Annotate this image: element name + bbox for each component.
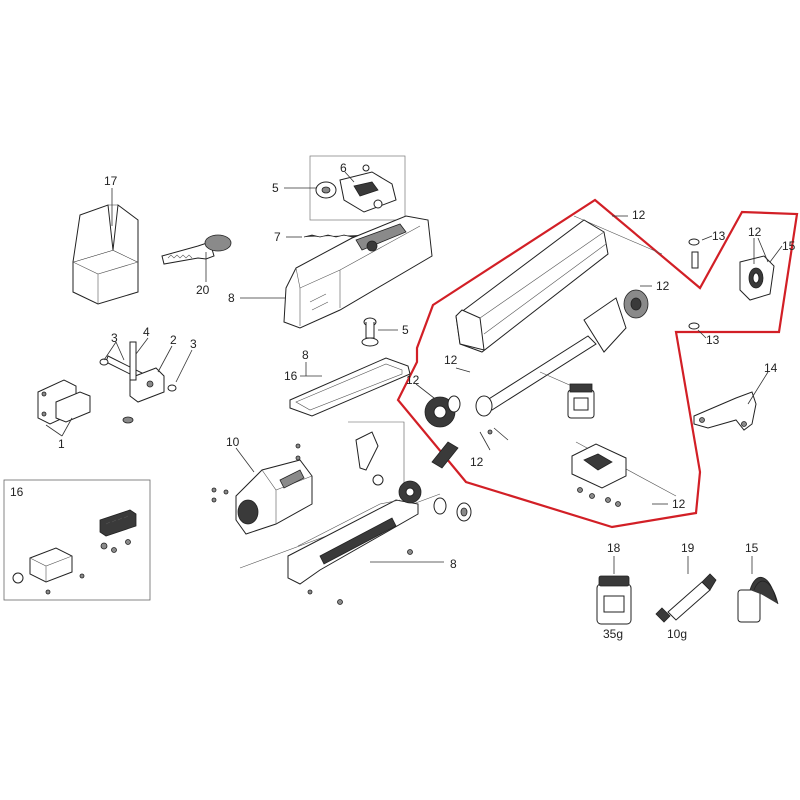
label-5a: 5	[272, 181, 279, 195]
label-16a: 16	[10, 485, 24, 499]
label-12e: 12	[470, 455, 484, 469]
label-8b: 8	[302, 348, 309, 362]
part-end-cap	[739, 255, 775, 301]
part-motor	[211, 443, 313, 535]
part-screw-shaft	[475, 289, 649, 417]
part-mount-bracket-12	[571, 443, 627, 507]
part-lower-housing	[287, 499, 419, 605]
label-15a: 15	[782, 239, 796, 253]
label-16b: 16	[284, 369, 298, 383]
label-19: 19	[681, 541, 695, 555]
part-grease-jar	[596, 575, 632, 625]
label-3b: 3	[190, 337, 197, 351]
part-box	[72, 204, 139, 305]
highlight-outline	[396, 198, 799, 529]
label-13a: 13	[712, 229, 726, 243]
label-15b: 15	[745, 541, 759, 555]
label-18: 18	[607, 541, 621, 555]
part-release-mechanism	[315, 164, 397, 213]
part-pin-5	[361, 317, 379, 347]
part-upper-housing	[283, 215, 433, 329]
part-pin-fork	[99, 341, 177, 424]
inset-box	[3, 479, 151, 601]
part-grease-tube	[655, 573, 717, 623]
part-gear-12	[424, 395, 461, 428]
part-chain	[303, 234, 361, 238]
part-gear-assembly	[355, 431, 472, 522]
part-bracket-1	[37, 379, 91, 425]
label-6: 6	[340, 161, 347, 175]
label-10: 10	[226, 435, 240, 449]
part-washer-13b	[688, 322, 700, 330]
label-8c: 8	[450, 557, 457, 571]
part-rear-bracket	[693, 391, 757, 431]
label-12a: 12	[632, 208, 646, 222]
label-17: 17	[104, 174, 118, 188]
part-actuator-tube	[455, 219, 609, 353]
label-12c: 12	[406, 373, 420, 387]
label-13b: 13	[706, 333, 720, 347]
label-4: 4	[143, 325, 150, 339]
part-grease-jar-small	[567, 383, 595, 419]
label-3a: 3	[111, 331, 118, 345]
part-gasket	[289, 357, 411, 417]
part-key	[161, 234, 232, 265]
label-14: 14	[764, 361, 778, 375]
label-2: 2	[170, 333, 177, 347]
label-12d: 12	[444, 353, 458, 367]
label-20: 20	[196, 283, 210, 297]
label-7: 7	[274, 230, 281, 244]
label-8a: 8	[228, 291, 235, 305]
part-pin-13	[691, 251, 699, 269]
label-tube-weight: 10g	[667, 627, 687, 641]
label-5b: 5	[402, 323, 409, 337]
part-washer-13a	[688, 238, 700, 246]
label-12b: 12	[656, 279, 670, 293]
label-12f: 12	[672, 497, 686, 511]
part-junction-box	[12, 509, 137, 595]
part-capacitor	[737, 577, 779, 623]
label-1: 1	[58, 437, 65, 451]
label-12g: 12	[748, 225, 762, 239]
label-jar-weight: 35g	[603, 627, 623, 641]
